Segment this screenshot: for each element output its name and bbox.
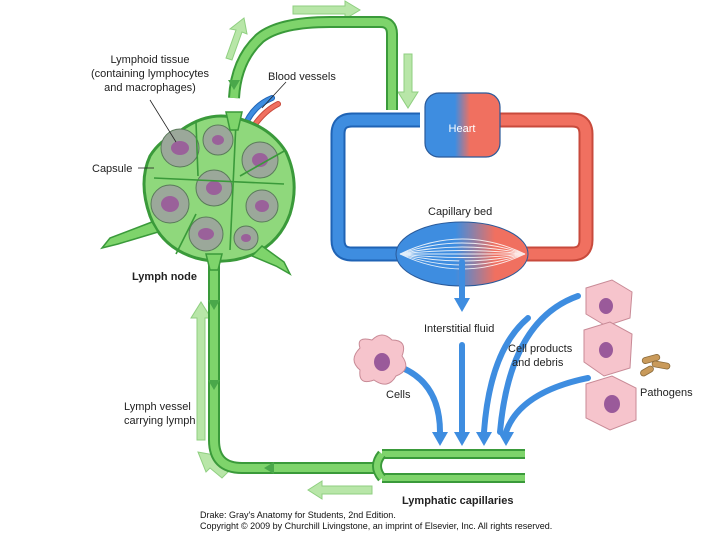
cell-products-label-1: Cell products [508, 343, 573, 355]
credit-line-1: Drake: Gray's Anatomy for Students, 2nd … [200, 510, 396, 520]
tissue-cell-2 [583, 321, 633, 377]
arrow-far-right-down [503, 375, 591, 435]
interstitial-fluid-label: Interstitial fluid [424, 323, 494, 335]
pathogens [640, 354, 671, 377]
arrow-pathogens-down [497, 293, 581, 435]
afferent-vessel-left [100, 221, 160, 250]
capillary-bed-label: Capillary bed [428, 206, 492, 218]
capsule-label: Capsule [92, 163, 132, 175]
lymphoid-tissue-label-3: and macrophages) [104, 82, 196, 94]
free-cell [353, 334, 407, 385]
credit-line-2: Copyright © 2009 by Churchill Livingston… [200, 521, 553, 531]
flow-arrows [190, 0, 419, 500]
arrow-down-heart [397, 53, 419, 109]
lymphoid-tissue-label-2: (containing lymphocytes [91, 68, 210, 80]
node-hilum [225, 111, 243, 131]
arrow-top-right [292, 0, 361, 20]
fluid-arrows [392, 259, 591, 435]
fluid-arrowheads [432, 298, 514, 446]
germinal-centers [161, 135, 269, 242]
leader-lines [138, 81, 287, 169]
pathogens-label: Pathogens [640, 387, 693, 399]
lymphoid-tissue-label-1: Lymphoid tissue [110, 54, 189, 66]
tissue-cells [583, 279, 637, 431]
node-exit [205, 253, 223, 271]
vein-loop [330, 112, 420, 262]
arrow-up-vessel [190, 301, 212, 441]
lymph-node [100, 111, 296, 276]
lymph-vessels [208, 16, 525, 483]
vessel-valves [208, 80, 274, 474]
heart [424, 92, 501, 158]
tissue-cell-1 [585, 279, 633, 327]
cell-products-label-2: and debris [512, 357, 564, 369]
arrow-bottom-left [307, 480, 373, 500]
blood-circulation [330, 112, 594, 262]
node-trabeculae [153, 121, 287, 255]
lymphatic-capillaries-label: Lymphatic capillaries [402, 495, 513, 507]
cells-label: Cells [386, 389, 411, 401]
efferent-vessel-right [250, 245, 292, 276]
lymph-node-label: Lymph node [132, 271, 197, 283]
heart-label: Heart [449, 123, 476, 135]
arrow-top-diag [225, 17, 248, 61]
lymph-vessel-label-2: carrying lymph [124, 415, 196, 427]
lymph-vessel-label-1: Lymph vessel [124, 401, 191, 413]
blood-vessels-label: Blood vessels [268, 71, 336, 83]
tissue-cell-3 [585, 375, 637, 431]
arrow-products-down [481, 315, 531, 435]
